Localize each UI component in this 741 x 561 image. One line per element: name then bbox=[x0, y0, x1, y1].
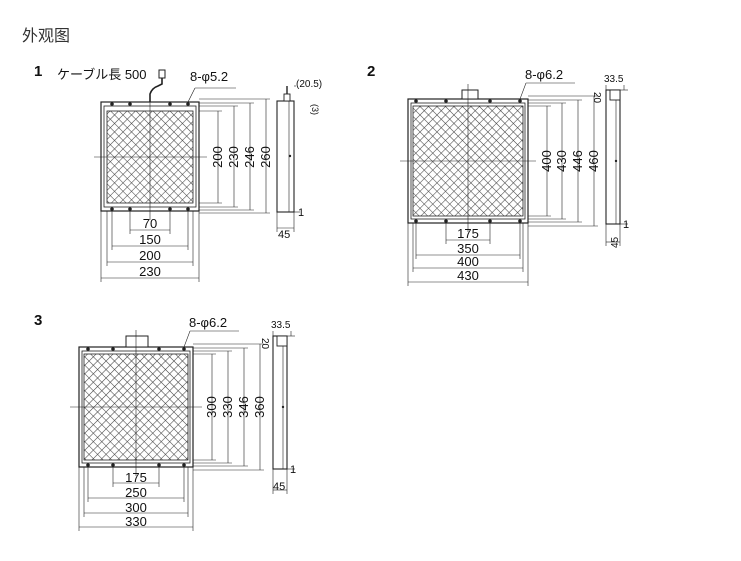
horizontal-dimension-lines bbox=[78, 467, 194, 531]
dim-label: 70 bbox=[143, 216, 157, 231]
dim-label: 230 bbox=[226, 146, 241, 168]
dim-label: 346 bbox=[236, 396, 251, 418]
dim-label: 150 bbox=[139, 232, 161, 247]
dim-label: 200 bbox=[210, 146, 225, 168]
figure-3-side-view bbox=[272, 331, 295, 494]
dim-label: 246 bbox=[242, 146, 257, 168]
figure-2-front-view bbox=[400, 82, 598, 286]
dim-label: 1 bbox=[290, 464, 296, 476]
dim-label: 330 bbox=[220, 396, 235, 418]
figure-number-1: 1 bbox=[34, 63, 43, 80]
dim-label: 260 bbox=[258, 146, 273, 168]
hole-spec-label: 8-φ6.2 bbox=[189, 315, 227, 330]
page-title: 外观图 bbox=[22, 28, 71, 45]
dim-label: 20 bbox=[259, 338, 270, 350]
dim-label: (20.5) bbox=[296, 79, 322, 90]
dim-label: 175 bbox=[457, 226, 479, 241]
dim-label: 45 bbox=[273, 481, 285, 493]
dim-label: 250 bbox=[125, 485, 147, 500]
dim-label: 300 bbox=[204, 396, 219, 418]
dim-label: 20 bbox=[591, 92, 602, 104]
dim-label: 33.5 bbox=[271, 320, 291, 331]
figure-1-side-view bbox=[276, 85, 300, 232]
dim-label: (3) bbox=[310, 104, 320, 115]
dim-label: 460 bbox=[586, 150, 601, 172]
horizontal-dimension-lines bbox=[407, 223, 529, 286]
connector-box bbox=[461, 89, 479, 100]
dim-label: 45 bbox=[610, 236, 621, 248]
vertical-dimension-lines bbox=[528, 95, 598, 227]
dim-label: 400 bbox=[539, 150, 554, 172]
dim-label: 300 bbox=[125, 500, 147, 515]
vertical-dimension-lines bbox=[199, 98, 270, 214]
vertical-dimension-lines bbox=[193, 343, 264, 471]
cable-connector bbox=[158, 69, 166, 79]
dim-label: 430 bbox=[457, 268, 479, 283]
horizontal-dimension-lines bbox=[100, 211, 200, 282]
mounting-holes bbox=[110, 102, 190, 211]
dim-label: 350 bbox=[457, 241, 479, 256]
dim-label: 230 bbox=[139, 264, 161, 279]
connector-box bbox=[125, 335, 149, 348]
dim-label: 430 bbox=[554, 150, 569, 172]
mounting-holes bbox=[414, 99, 522, 223]
figure-2-side-view bbox=[605, 85, 628, 246]
figure-1-front-view bbox=[94, 69, 270, 282]
cable bbox=[149, 78, 163, 102]
mounting-holes bbox=[86, 347, 186, 467]
figure-3-front-view bbox=[70, 330, 264, 531]
dim-label: 446 bbox=[570, 150, 585, 172]
dim-label: 175 bbox=[125, 470, 147, 485]
dim-label: 400 bbox=[457, 254, 479, 269]
dim-label: 45 bbox=[278, 229, 290, 241]
dim-label: 330 bbox=[125, 514, 147, 529]
figure-number-2: 2 bbox=[367, 63, 376, 80]
hole-spec-label: 8-φ6.2 bbox=[525, 67, 563, 82]
cable-length-label: ケーブル長 500 bbox=[57, 67, 147, 82]
dim-label: 1 bbox=[623, 219, 629, 231]
hole-spec-label: 8-φ5.2 bbox=[190, 69, 228, 84]
dim-label: 1 bbox=[298, 207, 304, 219]
figure-number-3: 3 bbox=[34, 312, 43, 329]
dim-label: 360 bbox=[252, 396, 267, 418]
dim-label: 200 bbox=[139, 248, 161, 263]
dim-label: 33.5 bbox=[604, 74, 624, 85]
